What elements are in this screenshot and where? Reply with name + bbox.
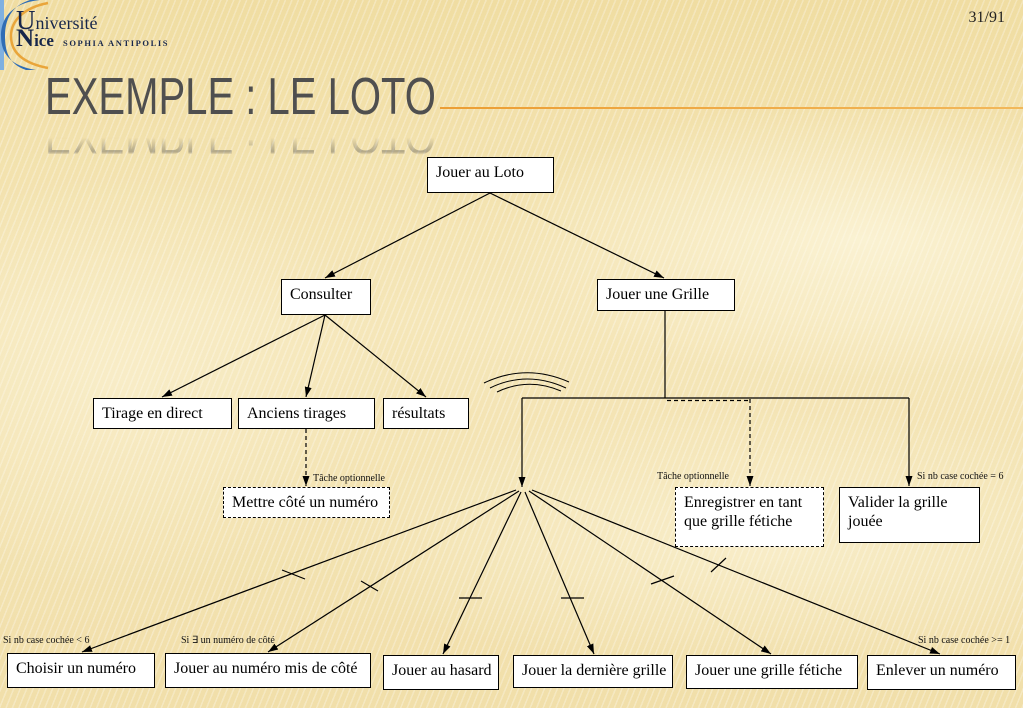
annotation-condition-validate: Si nb case cochée = 6: [917, 471, 1004, 482]
page-number: 31/91: [968, 9, 1005, 26]
task-resultats: résultats: [383, 398, 469, 429]
task-jouer-une-grille: Jouer une Grille: [597, 279, 735, 311]
task-jouer-derniere-grille: Jouer la dernière grille: [513, 655, 673, 688]
tick-mark: [650, 575, 675, 585]
annotation-optional-task: Tâche optionnelle: [313, 473, 385, 484]
logo-city-text: Nice: [16, 25, 54, 52]
connector-root-play-grid: [489, 192, 665, 279]
annotation-condition-remove: Si nb case cochée >= 1: [918, 635, 1011, 646]
connector-root-consult: [324, 192, 491, 279]
connector-choice-play-set-aside: [267, 490, 520, 653]
annotation-condition-set-aside: Si ∃ un numéro de côté: [181, 635, 275, 646]
logo-university-text: Université: [16, 5, 98, 35]
university-logo: Université Nice SOPHIA ANTIPOLIS: [0, 0, 175, 70]
connector-consult-live-draw: [161, 314, 326, 398]
task-valider-grille: Valider la grille jouée: [839, 487, 980, 543]
task-mettre-cote-numero: Mettre côté un numéro: [223, 487, 390, 518]
connector-choice-remove-number: [531, 489, 941, 655]
title-underline: [440, 107, 1023, 109]
connector-choice-play-favorite: [528, 490, 772, 655]
alternative-arc-mark: [489, 378, 567, 389]
university-emblem-icon: [0, 0, 49, 70]
task-anciens-tirages: Anciens tirages: [238, 398, 375, 429]
connector-consult-results: [324, 314, 427, 398]
task-choisir-numero: Choisir un numéro: [7, 653, 155, 688]
tick-mark: [710, 557, 727, 573]
tick-mark: [360, 580, 379, 592]
connector-choice-play-random: [442, 491, 522, 655]
annotation-optional-task: Tâche optionnelle: [657, 471, 729, 482]
annotation-condition-choose: Si nb case cochée < 6: [3, 635, 90, 646]
alternative-arc-mark: [483, 372, 570, 384]
tick-mark: [281, 569, 306, 580]
task-jouer-grille-fetiche: Jouer une grille fétiche: [686, 655, 858, 689]
task-enlever-numero: Enlever un numéro: [867, 655, 1016, 690]
task-tirage-en-direct: Tirage en direct: [93, 398, 232, 429]
task-enregistrer-grille-fetiche: Enregistrer en tant que grille fétiche: [675, 487, 824, 547]
logo-campus-text: SOPHIA ANTIPOLIS: [63, 38, 170, 48]
alternative-arc-mark: [496, 383, 562, 393]
task-jouer-au-hasard: Jouer au hasard: [383, 655, 499, 690]
task-jouer-au-loto: Jouer au Loto: [427, 157, 554, 193]
slide-title: EXEMPLE : LE LOTO: [45, 68, 436, 126]
connector-choice-play-last-grid: [524, 491, 595, 655]
connector-consult-past-draws: [304, 314, 326, 398]
task-jouer-numero-mis-de-cote: Jouer au numéro mis de côté: [165, 653, 371, 688]
connector-choice-choose-number: [81, 489, 517, 653]
task-consulter: Consulter: [281, 279, 371, 315]
